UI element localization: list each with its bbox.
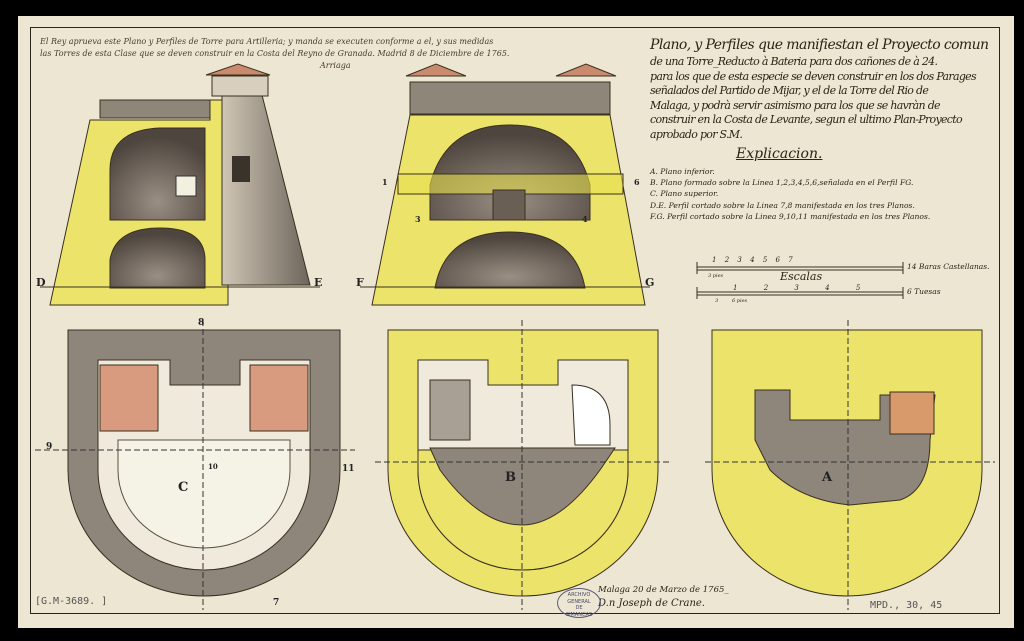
legend-item: B. Plano formado sobre la Linea 1,2,3,4,… [650,178,914,188]
scale2-ticks: 1 2 3 4 5 [733,284,861,292]
signature-block: Malaga 20 de Marzo de 1765_ D.n Joseph d… [598,583,729,611]
profile-de [40,63,320,306]
title-line: construir en la Costa de Levante, segun … [650,113,963,126]
label-f: F [356,276,364,289]
explanation-legend: A. Plano inferior. B. Plano formado sobr… [650,166,930,222]
title-line: Malaga, y podrà servir asimismo para los… [650,98,941,112]
scale-bars [696,262,904,299]
stamp-line: DE [575,605,583,611]
title-line: para los que de esta especie se deven co… [650,69,977,83]
stamp-line: ARCHIVO GENERAL [567,592,591,605]
title-line: aprobado por S.M. [650,127,743,141]
catalog-signature-left: [G.M-3689. ] [35,596,108,607]
plan-c [35,320,355,610]
stamp-line: SIMANCAS [565,611,593,618]
scale1-ticks: 1 2 3 4 5 6 7 [712,256,793,264]
scale1-sublabel: 3 pies [708,273,724,279]
label-3: 3 [415,214,421,224]
label-9: 9 [46,442,53,452]
legend-item: F.G. Perfil cortado sobre la Linea 9,10,… [650,211,931,221]
scale1-label: 14 Baras Castellanas. [907,262,990,271]
royal-approval-note: El Rey aprueva este Plano y Perfiles de … [40,36,509,72]
label-7: 7 [273,598,280,608]
approval-signature: Arriaga [320,61,351,70]
title-line: de una Torre_Reducto à Bateria para dos … [650,55,938,68]
label-g: G [645,276,655,289]
label-plan-c: C [178,480,189,495]
scales-heading: Escalas [780,270,823,283]
plan-b [375,320,672,610]
label-4: 4 [582,214,588,224]
label-8: 8 [198,318,205,328]
label-6: 6 [634,177,640,187]
legend-item: C. Plano superior. [650,189,719,199]
scale2-label: 6 Tuesas [907,287,941,296]
label-1: 1 [382,177,388,187]
catalog-signature-right: MPD., 30, 45 [870,600,943,611]
explanation-heading: Explicacion. [736,146,823,162]
title-block: Plano, y Perfiles que manifiestan el Pro… [650,35,995,142]
signature-date: Malaga 20 de Marzo de 1765_ [598,585,729,595]
plan-a [705,320,995,610]
approval-line: El Rey aprueva este Plano y Perfiles de … [40,37,494,46]
approval-line: las Torres de esta Clase que se deven co… [40,49,510,58]
legend-item: A. Plano inferior. [650,167,715,176]
scale2-sublabel: 6 pies [732,298,748,304]
label-e: E [314,276,323,289]
label-11: 11 [342,464,355,474]
title-line: Plano, y Perfiles que manifiestan el Pro… [650,37,989,53]
legend-item: D.E. Perfil cortado sobre la Linea 7,8 m… [650,200,915,210]
title-line: señalados del Partido de Mijar, y el de … [650,84,929,97]
label-d: D [36,276,46,289]
profile-fg [360,63,650,306]
scale2-minor: 3 [715,298,719,304]
label-plan-b: B [505,470,516,485]
border-frame [30,27,1000,614]
label-plan-a: A [822,470,833,485]
label-10: 10 [208,462,218,471]
signature-name: D.n Joseph de Crane. [598,598,705,609]
